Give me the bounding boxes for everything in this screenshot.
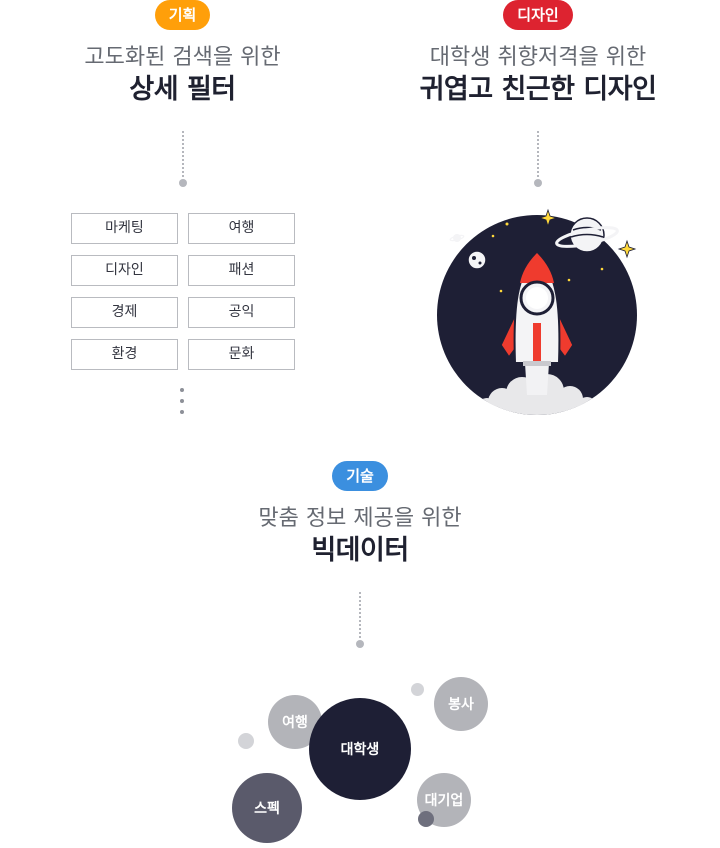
more-dot-1 (180, 388, 184, 392)
design-connector (537, 131, 539, 177)
filter-chip-economy[interactable]: 경제 (71, 297, 178, 328)
tech-connector-dot (356, 640, 364, 648)
bubble-small-dot (418, 811, 434, 827)
bubble-small-dot (411, 683, 424, 696)
design-section: 디자인 대학생 취향저격을 위한 귀엽고 친근한 디자인 (390, 0, 686, 108)
design-connector-dot (534, 179, 542, 187)
small-planet-icon (449, 234, 465, 242)
star-icon (505, 222, 509, 226)
more-dot-2 (180, 399, 184, 403)
star-icon (617, 239, 637, 259)
tech-section: 기술 맞춤 정보 제공을 위한 빅데이터 (210, 461, 510, 569)
bubble-small-dot (238, 733, 254, 749)
bubble-spec: 스펙 (232, 773, 302, 843)
bubble-travel: 여행 (268, 695, 322, 749)
star-icon (499, 289, 503, 293)
rocket-icon (500, 251, 574, 366)
rocket-illustration (437, 208, 637, 415)
planning-section: 기획 고도화된 검색을 위한 상세 필터 (40, 0, 325, 108)
moon-icon (467, 250, 487, 270)
bubble-big-company: 대기업 (417, 773, 471, 827)
filter-chip-travel[interactable]: 여행 (188, 213, 295, 244)
tech-title: 빅데이터 (311, 535, 409, 566)
filter-chip-culture[interactable]: 문화 (188, 339, 295, 370)
filter-chip-marketing[interactable]: 마케팅 (71, 213, 178, 244)
planning-title: 상세 필터 (129, 74, 236, 105)
planet-icon (555, 217, 619, 253)
star-icon (491, 234, 495, 238)
star-icon (567, 278, 571, 282)
planning-connector (182, 131, 184, 177)
filter-grid: 마케팅 여행 디자인 패션 경제 공익 환경 문화 (71, 213, 295, 370)
planning-subtitle: 고도화된 검색을 위한 (84, 45, 281, 70)
filter-chip-design[interactable]: 디자인 (71, 255, 178, 286)
design-title: 귀엽고 친근한 디자인 (419, 74, 657, 105)
filter-chip-public[interactable]: 공익 (188, 297, 295, 328)
tech-subtitle: 맞춤 정보 제공을 위한 (258, 506, 462, 531)
star-icon (538, 208, 558, 228)
bubble-student: 대학생 (309, 698, 411, 800)
filter-chip-fashion[interactable]: 패션 (188, 255, 295, 286)
design-subtitle: 대학생 취향저격을 위한 (429, 45, 647, 70)
planning-badge: 기획 (154, 0, 211, 30)
star-icon (600, 267, 604, 271)
bubble-volunteer: 봉사 (434, 677, 488, 731)
more-dot-3 (180, 410, 184, 414)
planning-connector-dot (179, 179, 187, 187)
tech-connector (359, 592, 361, 638)
tech-badge: 기술 (332, 461, 388, 491)
design-badge: 디자인 (503, 0, 573, 30)
filter-chip-environment[interactable]: 환경 (71, 339, 178, 370)
